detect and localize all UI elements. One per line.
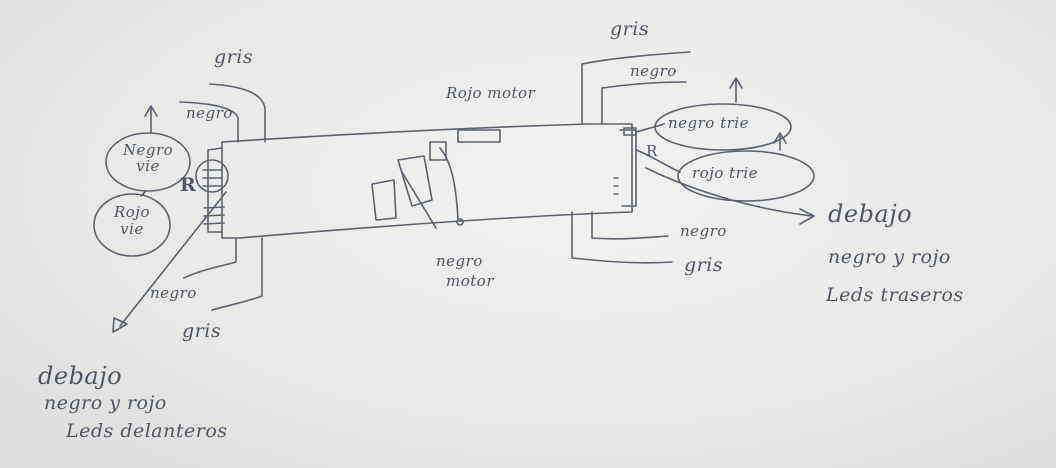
component-block-a xyxy=(371,179,397,221)
label-front-circle-black: Negro vie xyxy=(122,141,174,175)
label-motor-red: Rojo motor xyxy=(446,84,536,102)
wire-front-gray-top xyxy=(209,83,266,143)
wire-front-black-bottom xyxy=(183,237,237,279)
front-led-socket xyxy=(195,159,229,193)
label-rear-under-2: negro y rojo xyxy=(828,246,951,268)
wire-rear-gray-top xyxy=(581,51,691,125)
arrow-up-icon xyxy=(144,105,158,134)
arrow-down-left-icon xyxy=(112,317,128,333)
label-motor-black-1: negro xyxy=(436,252,483,270)
label-front-r: R xyxy=(180,174,197,196)
label-rear-under-1: debajo xyxy=(828,200,913,228)
wire-front-gray-bottom xyxy=(211,237,263,311)
label-motor-black-2: motor xyxy=(446,272,494,290)
front-under-arrow xyxy=(119,191,227,327)
label-rear-oval-red: rojo trie xyxy=(692,164,759,182)
label-front-under-1: debajo xyxy=(38,362,123,390)
label-rear-r: R xyxy=(646,142,658,160)
label-front-under-3: Leds delanteros xyxy=(66,420,228,442)
label-front-gray-bottom: gris xyxy=(182,320,222,342)
board-outline xyxy=(221,123,633,239)
arrow-up-icon xyxy=(729,77,743,103)
pin-line xyxy=(203,222,225,225)
rear-led-red-oval xyxy=(677,150,815,202)
wire-rear-black-top xyxy=(601,81,687,125)
motor-black-pad xyxy=(456,218,464,226)
wire-rear-black-bottom xyxy=(591,211,669,240)
label-rear-under-3: Leds traseros xyxy=(826,284,964,306)
label-front-under-2: negro y rojo xyxy=(44,392,167,414)
label-front-gray-top: gris xyxy=(214,46,254,68)
label-front-black-bottom: negro xyxy=(150,284,197,302)
motor-terminal-red xyxy=(457,129,501,143)
label-front-circle-red: Rojo vie xyxy=(113,203,150,238)
front-oval-connector xyxy=(140,190,147,197)
label-rear-black-top: negro xyxy=(630,62,677,80)
rear-wire-to-red xyxy=(635,149,681,173)
rear-wire-to-black xyxy=(635,123,665,133)
label-front-black-top: negro xyxy=(186,104,233,122)
front-led-black-circle xyxy=(105,132,191,192)
label-rear-black-bottom: negro xyxy=(680,222,727,240)
arrow-up-icon xyxy=(773,132,787,151)
motor-terminal-small xyxy=(429,141,447,161)
arrow-right-icon xyxy=(799,208,815,225)
front-led-red-circle xyxy=(93,193,171,257)
label-rear-gray-top: gris xyxy=(610,18,650,40)
wire-front-black-top xyxy=(179,101,239,143)
wire-rear-gray-bottom xyxy=(571,211,673,264)
rear-pin-pad xyxy=(623,127,637,136)
component-block-b xyxy=(397,155,437,229)
label-rear-gray-bottom: gris xyxy=(684,254,724,276)
rear-under-arrow xyxy=(645,167,813,217)
rear-connector xyxy=(619,129,637,207)
motor-black-trace xyxy=(439,147,459,221)
label-rear-oval-black: negro trie xyxy=(668,114,749,132)
